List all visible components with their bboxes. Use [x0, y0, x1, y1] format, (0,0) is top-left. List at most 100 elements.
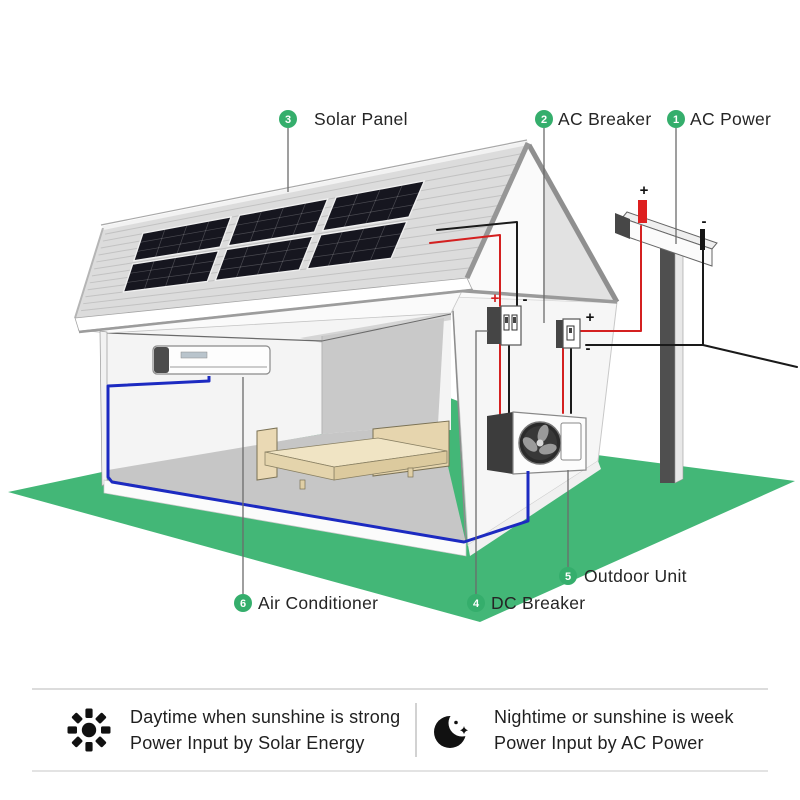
ac-red-wire: [579, 225, 642, 332]
solar-panel-grid-line: [348, 227, 365, 264]
svg-text:5: 5: [565, 571, 571, 583]
solar-panel-grid-line: [277, 239, 292, 273]
solar-panel-grid-line: [198, 220, 210, 251]
solar-panel-grid-line: [126, 270, 212, 283]
solar-panel-array: [122, 179, 426, 293]
acb-plus-sign: +: [586, 309, 595, 326]
legend-bar: Daytime when sunshine is strong Power In…: [32, 688, 768, 772]
solar-panel-grid-line: [235, 245, 249, 278]
solar-panel-grid-line: [331, 192, 420, 209]
sun-icon: [67, 708, 111, 752]
roof-strip: [104, 153, 522, 235]
ac-breaker-box: + -: [556, 309, 595, 357]
label-dc-breaker: DC Breaker: [491, 593, 585, 613]
legend-divider: [415, 703, 417, 757]
legend-night-text: Nightime or sunshine is week Power Input…: [494, 704, 734, 756]
legend-day-line1: Daytime when sunshine is strong: [130, 707, 401, 727]
badge-3: 3: [279, 110, 297, 128]
solar-panel-grid-line: [222, 246, 309, 261]
diagram-canvas: + -: [8, 109, 798, 622]
badge-2: 2: [535, 110, 553, 128]
badge-1: 1: [667, 110, 685, 128]
solar-panel-grid-line: [235, 209, 324, 226]
label-solar-panel: Solar Panel: [314, 109, 408, 129]
roof: [74, 139, 531, 334]
solar-panel: [306, 220, 408, 270]
bed-leg: [407, 467, 414, 478]
badge-5: 5: [559, 567, 577, 585]
outdoor-unit: [487, 411, 587, 475]
pv-red-wire: [429, 234, 501, 307]
dc-plus-sign: +: [491, 290, 500, 307]
solar-panel-grid-line: [165, 257, 176, 287]
pole-plus-terminal: [638, 200, 647, 223]
solar-panel-grid-line: [219, 258, 304, 271]
solar-panel-grid-line: [292, 202, 307, 236]
svg-text:3: 3: [285, 114, 291, 126]
blue-wire: [106, 376, 530, 544]
svg-text:4: 4: [473, 598, 480, 610]
sun-ray: [95, 712, 107, 724]
room-right-wall: [322, 318, 444, 434]
solar-panel: [227, 197, 329, 247]
indoor-ac-unit: [152, 345, 271, 375]
grid-black-wire: [702, 344, 798, 368]
fan: [518, 421, 562, 465]
left-wall-sliver: [99, 330, 108, 487]
solar-panel-grid-line: [365, 188, 381, 225]
moon-icon: [434, 709, 476, 748]
front-corner-post: [452, 310, 467, 544]
legend-day-text: Daytime when sunshine is strong Power In…: [130, 704, 400, 756]
solar-panel: [132, 216, 233, 262]
roof-strip: [94, 205, 498, 270]
solar-panel-grid-line: [327, 231, 343, 267]
solar-panel: [122, 249, 220, 293]
solar-panel-grid-line: [144, 260, 155, 290]
badge-6: 6: [234, 594, 252, 612]
label-ac-breaker: AC Breaker: [558, 109, 651, 129]
unit-grille: [560, 422, 582, 461]
solar-panel-grid-line: [327, 204, 415, 220]
solar-panel-grid-line: [311, 245, 397, 258]
label-outdoor-unit: Outdoor Unit: [584, 566, 687, 586]
legend-night-line2: Power Input by AC Power: [494, 733, 704, 753]
sun-ray: [71, 712, 83, 724]
sun-ray: [85, 708, 93, 718]
pole-minus-terminal: [700, 229, 705, 250]
dc-breaker-box: + -: [487, 290, 528, 346]
solar-panel-grid-line: [270, 206, 284, 240]
solar-panel-grid-line: [249, 211, 262, 243]
label-air-conditioner: Air Conditioner: [258, 593, 378, 613]
solar-panel-grid-line: [186, 253, 198, 285]
bed: [256, 420, 450, 490]
sun-ray: [71, 736, 83, 748]
solar-panel-grid-line: [343, 193, 359, 228]
acb-minus-sign: -: [586, 340, 591, 357]
solar-panel-grid-line: [386, 184, 403, 221]
utility-pole: + -: [615, 182, 718, 484]
legend-night-line1: Nightime or sunshine is week: [494, 707, 734, 727]
svg-text:2: 2: [541, 114, 547, 126]
solar-panel-grid-line: [129, 260, 215, 274]
bed-skirt-left: [264, 451, 335, 481]
ac-end-cap: [154, 347, 169, 373]
pole-minus-sign: -: [702, 213, 707, 230]
sun-ray: [101, 726, 111, 734]
svg-text:1: 1: [673, 114, 679, 126]
solar-panel-grid-line: [176, 224, 188, 255]
solar-panel-grid-line: [316, 233, 402, 247]
badge-4: 4: [467, 594, 485, 612]
solar-panel-grid-line: [139, 226, 228, 243]
legend-day-line2: Power Input by Solar Energy: [130, 733, 365, 753]
legend-day: Daytime when sunshine is strong Power In…: [32, 690, 404, 770]
roof-strip: [81, 267, 470, 312]
solar-panel-grid-line: [369, 224, 386, 262]
solar-panel: [321, 179, 426, 232]
legend-night: Nightime or sunshine is week Power Input…: [404, 690, 768, 770]
pole-plus-sign: +: [640, 182, 649, 199]
roof-strip: [83, 256, 475, 305]
leader-lines: [242, 128, 677, 594]
pv-black-wire: [436, 221, 518, 307]
ac-display: [180, 351, 208, 359]
